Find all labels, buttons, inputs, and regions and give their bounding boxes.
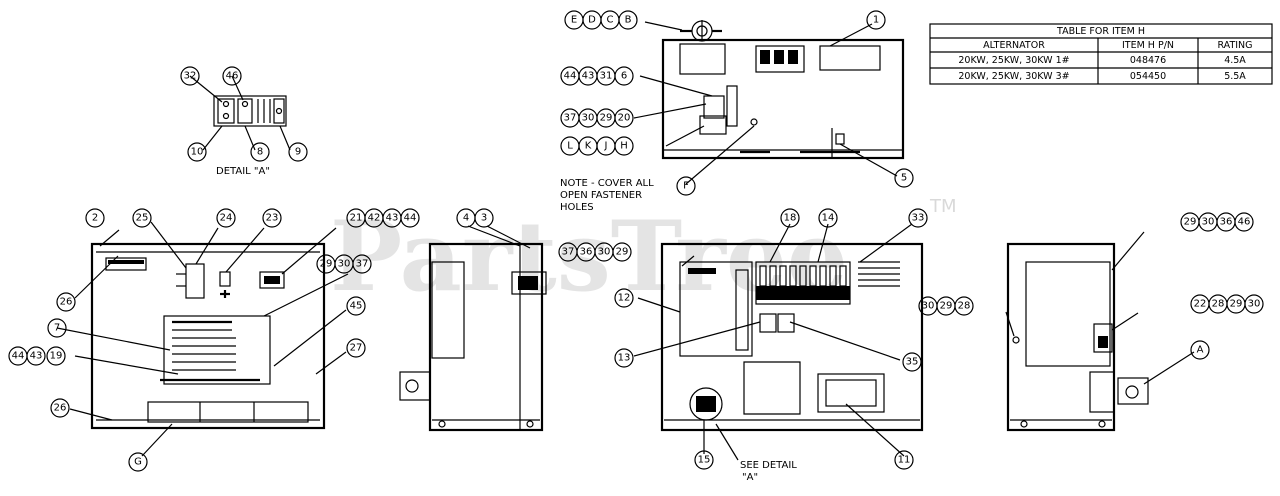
callout-label: 37 [562,247,575,258]
callout-label: 33 [912,213,925,224]
callout-label: D [588,15,596,26]
callout-label: 37 [564,113,577,124]
callout-label: H [620,141,628,152]
callout-label: 18 [784,213,797,224]
callout-label: 44 [12,351,25,362]
callout-label: 46 [226,71,239,82]
table-title: TABLE FOR ITEM H [1056,26,1145,37]
callout-label: 7 [54,323,60,334]
watermark-tm: TM [929,196,957,217]
callout-label: C [607,15,614,26]
callout-label: 31 [600,71,613,82]
interior-view-drawing [633,223,924,461]
callout-label: 30 [582,113,595,124]
table-header: ALTERNATOR [983,40,1045,51]
callout-label: F [683,181,689,192]
note-line-1: NOTE - COVER ALL [560,178,654,189]
callout-label: 13 [618,353,631,364]
callout-label: 30 [338,259,351,270]
callout-label: 27 [350,343,363,354]
top-view-drawing [633,20,905,185]
callout-label: 12 [618,293,631,304]
callout-label: 37 [356,259,369,270]
front-panel-drawing [56,221,349,457]
callout-label: 32 [184,71,197,82]
callout-label: 29 [1230,299,1243,310]
callout-label: 43 [386,213,399,224]
callout-label: A [1197,345,1204,356]
item-h-table: TABLE FOR ITEM H ALTERNATOR ITEM H P/N R… [929,23,1273,85]
callout-label: J [604,141,608,152]
see-detail-label: SEE DETAIL [740,460,797,471]
callout-label: 3 [481,213,487,224]
table-header: ITEM H P/N [1122,40,1174,51]
table-cell: 20KW, 25KW, 30KW 1# [958,55,1069,66]
side-view-drawing [399,225,547,432]
callout-label: 6 [621,71,627,82]
callout-label: 28 [1212,299,1225,310]
table-cell: 048476 [1130,55,1166,66]
callout-label: 30 [598,247,611,258]
callout-label: 21 [350,213,363,224]
callout-label: G [134,457,142,468]
callout-label: 4 [463,213,469,224]
callout-label: 42 [368,213,381,224]
callout-label: 44 [564,71,577,82]
right-side-view-drawing [1005,231,1195,432]
callout-label: 22 [1194,299,1207,310]
callout-label: 35 [906,357,919,368]
callout-label: 29 [940,301,953,312]
callout-label: 44 [404,213,417,224]
callout-label: 20 [618,113,631,124]
callout-label: 19 [50,351,63,362]
table-cell: 5.5A [1224,71,1246,82]
table-cell: 4.5A [1224,55,1246,66]
callout-label: 45 [350,301,363,312]
callout-label: 8 [257,147,263,158]
callout-label: 15 [698,455,711,466]
callout-label: 1 [873,15,879,26]
table-cell: 20KW, 25KW, 30KW 3# [958,71,1069,82]
callout-label: 10 [191,147,204,158]
callout-label: 11 [898,455,911,466]
callout-label: 30 [1248,299,1261,310]
callout-label: 43 [582,71,595,82]
callout-label: 26 [54,403,67,414]
callout-label: 29 [320,259,333,270]
detail-a-label: DETAIL "A" [216,166,270,177]
callout-label: 30 [922,301,935,312]
see-detail-ref: "A" [742,472,758,483]
callout-label: 43 [30,351,43,362]
callout-label: K [585,141,592,152]
callout-label: 14 [822,213,835,224]
note-line-3: HOLES [560,202,594,213]
callout-label: 25 [136,213,149,224]
callout-label: E [571,15,577,26]
detail-a-drawing [189,75,291,151]
callout-label: 46 [1238,217,1251,228]
table-header: RATING [1217,40,1252,51]
callout-label: L [567,141,573,152]
callouts: 32 46 10 8 9 E D C B 1 44 43 31 6 37 30 … [8,10,1264,472]
callout-label: 36 [1220,217,1233,228]
callout-label: B [625,15,632,26]
callout-label: 23 [266,213,279,224]
callout-label: 29 [616,247,629,258]
note-line-2: OPEN FASTENER [560,190,642,201]
callout-label: 24 [220,213,233,224]
callout-label: 29 [1184,217,1197,228]
callout-label: 2 [92,213,98,224]
callout-label: 26 [60,297,73,308]
callout-label: 36 [580,247,593,258]
callout-label: 30 [1202,217,1215,228]
callout-label: 28 [958,301,971,312]
callout-label: 29 [600,113,613,124]
table-cell: 054450 [1130,71,1166,82]
callout-label: 9 [295,147,301,158]
callout-label: 5 [901,173,907,184]
